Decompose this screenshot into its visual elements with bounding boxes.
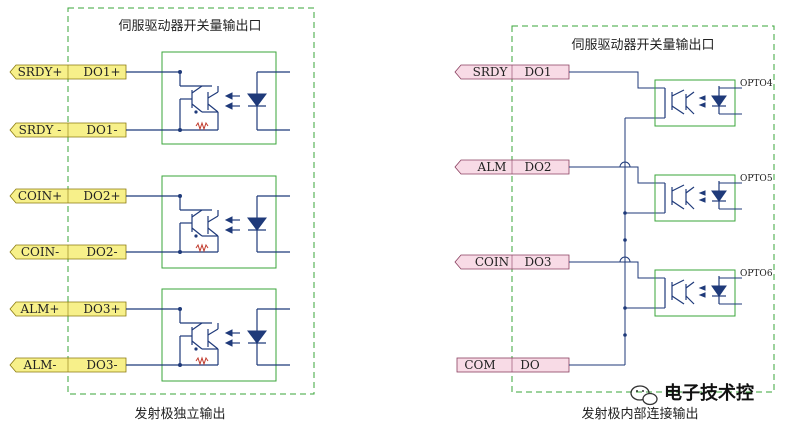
left-terminal-alm-minus: ALM- DO3- [9, 357, 127, 373]
opto-label: OPTO4 [740, 79, 773, 89]
left-optocoupler-1 [126, 51, 290, 145]
left-terminal-srdy-minus: SRDY - DO1- [9, 122, 127, 138]
left-terminal-pin: DO3- [86, 358, 117, 372]
right-terminal-srdy: SRDY DO1 [454, 64, 570, 80]
right-wiring [569, 71, 665, 366]
left-terminal-pin: DO1- [86, 123, 117, 137]
right-terminal-pin: DO [520, 358, 540, 372]
right-panel-border [511, 25, 775, 393]
opto-label: OPTO5 [740, 174, 773, 184]
left-panel-title: 伺服驱动器开关量输出口 [118, 18, 261, 34]
left-terminal-pin: DO2+ [83, 189, 120, 203]
right-terminal-name: COM [464, 358, 495, 372]
left-terminal-name: SRDY - [19, 123, 62, 137]
left-terminal-name: COIN+ [18, 189, 62, 203]
right-terminal-name: COIN [475, 255, 509, 269]
right-terminal-coin: COIN DO3 [454, 254, 570, 270]
right-optocoupler-4: OPTO4 [654, 79, 773, 127]
left-terminal-coin-plus: COIN+ DO2+ [9, 188, 127, 204]
left-optocoupler-3 [126, 288, 290, 382]
left-caption: 发射极独立输出 [134, 406, 225, 422]
right-panel-title: 伺服驱动器开关量输出口 [571, 37, 714, 53]
left-terminal-pin: DO1+ [83, 65, 120, 79]
right-terminal-name: SRDY [473, 65, 509, 79]
right-terminal-pin: DO1 [524, 65, 551, 79]
right-terminal-pin: DO2 [524, 160, 551, 174]
left-terminal-name: SRDY+ [18, 65, 63, 79]
left-terminal-srdy-plus: SRDY+ DO1+ [9, 64, 127, 80]
opto-label: OPTO6 [740, 269, 773, 279]
left-terminal-pin: DO3+ [83, 302, 120, 316]
wechat-icon [630, 385, 658, 406]
right-optocoupler-5: OPTO5 [654, 174, 773, 222]
watermark-text: 电子技术控 [664, 382, 754, 404]
left-terminal-name: COIN- [21, 245, 59, 259]
left-terminal-alm-plus: ALM+ DO3+ [9, 301, 127, 317]
right-terminal-pin: DO3 [524, 255, 551, 269]
right-caption: 发射极内部连接输出 [581, 406, 698, 422]
right-terminal-com: COM DO [456, 357, 570, 373]
left-terminal-pin: DO2- [86, 245, 117, 259]
left-terminal-name: ALM- [23, 358, 57, 372]
right-terminal-name: ALM [477, 160, 507, 174]
left-terminal-name: ALM+ [20, 302, 60, 316]
left-optocoupler-2 [126, 175, 290, 269]
right-terminal-alm: ALM DO2 [454, 159, 570, 175]
right-optocoupler-6: OPTO6 [654, 269, 773, 317]
watermark: 电子技术控 [630, 382, 754, 406]
left-terminal-coin-minus: COIN- DO2- [9, 244, 127, 260]
